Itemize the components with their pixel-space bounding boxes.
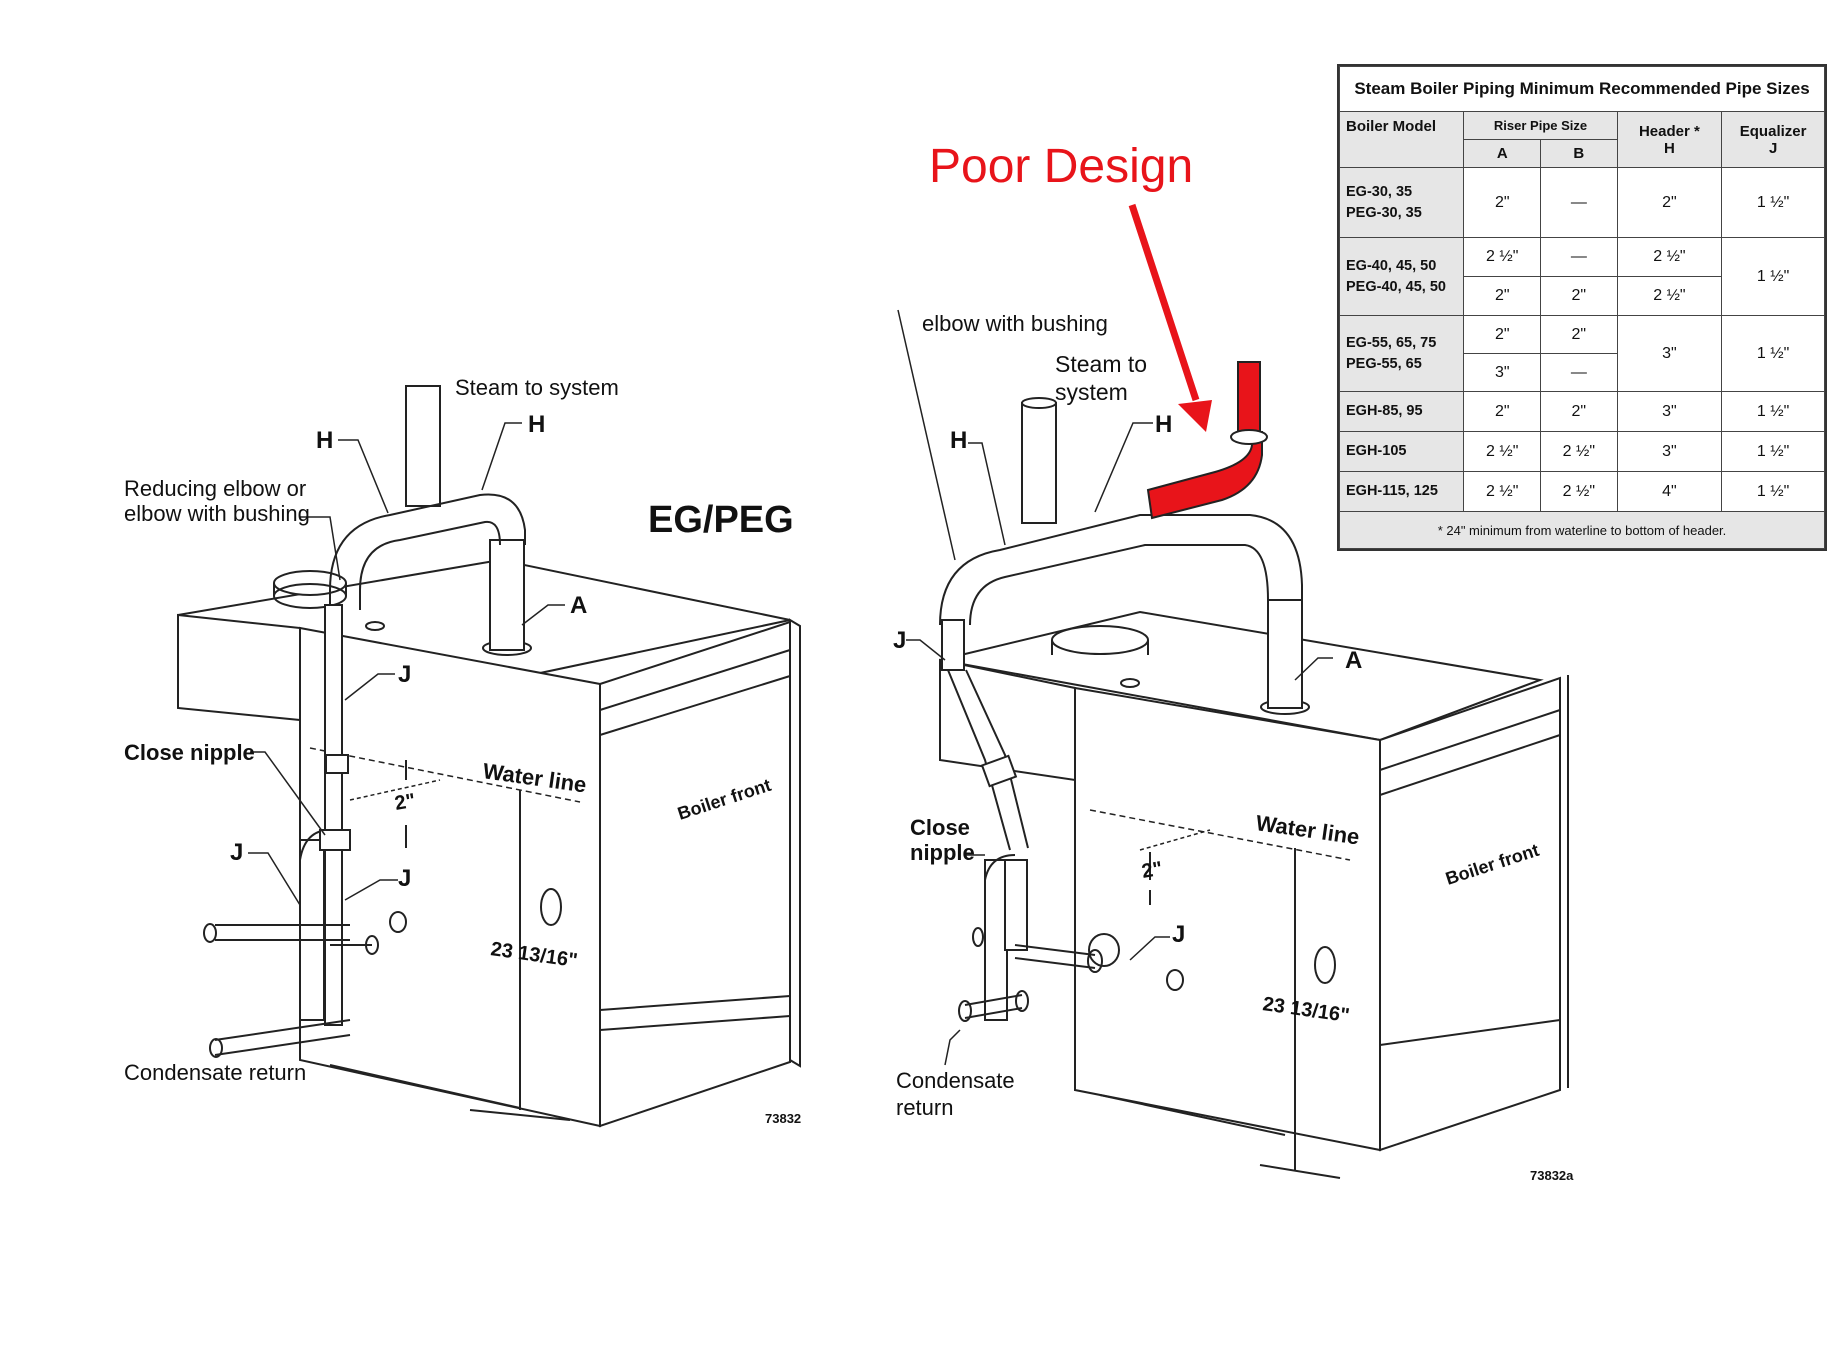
cell-j: 1 ½" <box>1721 315 1825 392</box>
right-figure-number: 73832a <box>1530 1168 1574 1183</box>
table-row: EG-55, 65, 75 PEG-55, 65 2" 2" 3" 1 ½" <box>1338 315 1825 392</box>
left-h-label-left: H <box>316 427 333 454</box>
left-boiler-right-face <box>599 620 791 1128</box>
right-j-label-right: J <box>1172 921 1185 948</box>
right-h-label-right: H <box>1155 411 1172 438</box>
table-row: EG-30, 35 PEG-30, 35 2" — 2" 1 ½" <box>1338 167 1825 238</box>
row-model: EG-30, 35 PEG-30, 35 <box>1338 167 1465 238</box>
header-b: B <box>1540 139 1618 168</box>
left-j-label-left: J <box>230 839 243 866</box>
cell-b: 2" <box>1540 276 1618 316</box>
right-condensate-label: Condensate <box>896 1068 1015 1093</box>
table-footnote: * 24" minimum from waterline to bottom o… <box>1339 511 1825 549</box>
header-header-h: Header *H <box>1616 111 1723 168</box>
left-model-title: EG/PEG <box>648 499 794 541</box>
cell-h: 2" <box>1616 167 1723 238</box>
table-row: 2" 2" 2 ½" <box>1340 276 1825 316</box>
left-condensate-return-label: Condensate return <box>124 1060 306 1085</box>
header-a: A <box>1463 139 1542 168</box>
row-model: EGH-85, 95 <box>1338 391 1465 432</box>
right-two-inch-label: 2" <box>1140 858 1164 883</box>
left-reducing-elbow-label: Reducing elbow or <box>124 476 306 501</box>
left-boiler-front-face <box>299 626 601 1128</box>
header-equalizer-label: Equalizer <box>1739 122 1807 140</box>
left-boiler-diagram: Steam to system H H Reducing elbow or el… <box>124 375 801 1128</box>
cell-j: 1 ½" <box>1721 431 1825 472</box>
cell-b: 2 ½" <box>1540 471 1618 512</box>
cell-j: 1 ½" <box>1721 391 1825 432</box>
left-a-label: A <box>570 592 587 619</box>
header-header-label: Header * <box>1638 122 1700 140</box>
pipe-size-table: Steam Boiler Piping Minimum Recommended … <box>1337 64 1827 551</box>
right-steam-to-label: Steam to <box>1055 351 1147 377</box>
right-return-label: return <box>896 1095 953 1120</box>
cell-b: 2 ½" <box>1540 431 1618 472</box>
table-row: EGH-115, 125 2 ½" 2 ½" 4" 1 ½" <box>1338 471 1825 512</box>
cell-b: — <box>1540 353 1618 392</box>
cell-a: 2 ½" <box>1463 471 1542 512</box>
right-nipple-label: nipple <box>910 840 975 865</box>
cell-a: 2" <box>1463 276 1542 316</box>
table-row: EG-40, 45, 50 PEG-40, 45, 50 2 ½" — 2 ½"… <box>1338 237 1825 316</box>
cell-j: 1 ½" <box>1721 471 1825 512</box>
row-model: EGH-105 <box>1338 431 1465 472</box>
poor-design-label: Poor Design <box>929 140 1193 193</box>
cell-j: 1 ½" <box>1721 167 1825 238</box>
left-steam-to-system-label: Steam to system <box>455 375 619 400</box>
left-elbow-bushing-label: elbow with bushing <box>124 501 310 526</box>
header-equalizer-sub: J <box>1768 139 1778 157</box>
left-boiler-side <box>789 618 801 1068</box>
right-boiler-front-face <box>1074 686 1381 1152</box>
cell-b: 2" <box>1540 391 1618 432</box>
left-jacket-box <box>177 613 301 722</box>
poor-design-arrow <box>1128 203 1212 432</box>
right-jacket-box <box>939 658 1076 782</box>
left-two-inch-label: 2" <box>393 790 417 815</box>
cell-b: — <box>1540 167 1618 238</box>
left-h-label-right: H <box>528 411 545 438</box>
cell-a: 2 ½" <box>1463 237 1542 277</box>
right-system-label: system <box>1055 379 1128 405</box>
cell-h: 2 ½" <box>1616 276 1723 316</box>
cell-b: — <box>1540 237 1618 277</box>
row-model: EG-55, 65, 75 PEG-55, 65 <box>1338 315 1465 392</box>
right-j-label-top: J <box>893 627 906 654</box>
right-boiler-diagram: Poor Design elbow with bushing Steam to … <box>893 140 1574 1183</box>
cell-j: 1 ½" <box>1721 237 1825 316</box>
cell-b: 2" <box>1540 315 1618 354</box>
poor-design-highlight <box>1146 361 1268 520</box>
cell-a: 2" <box>1463 315 1542 354</box>
left-close-nipple-label: Close nipple <box>124 740 255 765</box>
cell-h: 3" <box>1616 391 1723 432</box>
cell-h: 3" <box>1616 315 1723 392</box>
header-riser-pipe-size: Riser Pipe Size <box>1463 111 1618 140</box>
row-model: EGH-115, 125 <box>1338 471 1465 512</box>
cell-h: 3" <box>1616 431 1723 472</box>
right-h-label-left: H <box>950 427 967 454</box>
right-a-label: A <box>1345 647 1362 674</box>
right-boiler-right-face <box>1379 676 1561 1152</box>
header-boiler-model: Boiler Model <box>1338 111 1465 168</box>
left-figure-number: 73832 <box>765 1111 801 1126</box>
cell-h: 2 ½" <box>1616 237 1723 277</box>
cell-a: 2" <box>1463 391 1542 432</box>
right-elbow-bushing-label: elbow with bushing <box>922 311 1108 336</box>
table-row: EGH-105 2 ½" 2 ½" 3" 1 ½" <box>1338 431 1825 472</box>
cell-a: 2" <box>1463 167 1542 238</box>
right-close-label: Close <box>910 815 970 840</box>
row-model: EG-40, 45, 50 PEG-40, 45, 50 <box>1338 237 1465 316</box>
cell-a: 2 ½" <box>1463 431 1542 472</box>
left-j-label-right: J <box>398 865 411 892</box>
cell-a: 3" <box>1463 353 1542 392</box>
table-row: 3" — <box>1340 353 1825 392</box>
table-title: Steam Boiler Piping Minimum Recommended … <box>1339 66 1825 112</box>
header-header-sub: H <box>1663 139 1675 157</box>
left-j-label-top: J <box>398 661 411 688</box>
cell-h: 4" <box>1616 471 1723 512</box>
table-row: EGH-85, 95 2" 2" 3" 1 ½" <box>1338 391 1825 432</box>
